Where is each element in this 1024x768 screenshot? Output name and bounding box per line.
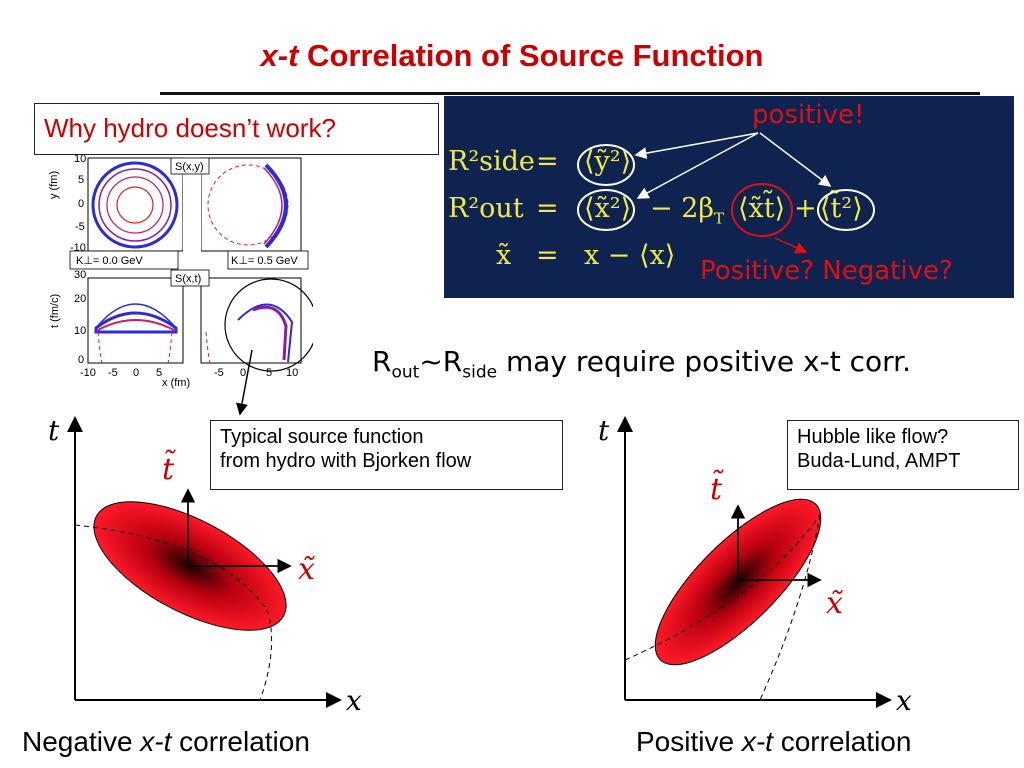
typical-source-box [210, 420, 563, 490]
left-x-tilde-label: x̃ [298, 552, 315, 587]
hubble-line-2: Buda-Lund, AMPT [797, 450, 961, 472]
rout-statement: Rout~Rside may require positive x-t corr… [372, 345, 911, 383]
label-box-k05 [227, 250, 309, 270]
right-t-tilde-label: t̃ [710, 472, 723, 507]
y-axis-label-top: y (fm) [48, 171, 60, 199]
title-rest: Correlation of Source Function [298, 38, 764, 73]
left-x-label: x [346, 684, 362, 717]
eq1-rhs: ⟨ỹ²⟩ [584, 146, 632, 177]
label-box-k0 [69, 250, 179, 270]
eq2-rhs-c: ⟨x̃t̃⟩ [738, 193, 786, 224]
svg-text:10: 10 [74, 325, 86, 337]
label-k05: K⊥= 0.5 GeV [231, 255, 298, 267]
xy-left-contours [91, 161, 179, 249]
hubble-flow-text: Hubble like flow? Buda-Lund, AMPT [797, 425, 1017, 473]
eq2-rhs-a: ⟨x̃²⟩ [584, 193, 632, 224]
svg-text:0: 0 [78, 354, 84, 366]
svg-text:0: 0 [78, 198, 84, 210]
arrow-to-y2 [634, 132, 759, 160]
eq2-rhs-e: ⟨t̃²⟩ [820, 193, 863, 224]
positive-caption: Positive x-t correlation [636, 726, 912, 757]
svg-text:-5: -5 [214, 367, 224, 379]
circle-t2 [817, 189, 875, 231]
why-hydro-box [34, 103, 439, 155]
left-t-tilde-label: t̃ [162, 452, 175, 487]
circle-y2 [577, 144, 635, 186]
hubble-flow-box [787, 420, 1019, 490]
svg-text:20: 20 [74, 293, 86, 305]
negative-caption: Negative x-t correlation [22, 726, 310, 757]
title-divider [160, 92, 980, 95]
label-box-sxy [170, 157, 210, 175]
svg-text:5: 5 [78, 174, 84, 186]
hydro-source-figure: S(x,y) K⊥= 0.0 GeV K⊥= 0.5 GeV S(x,t) y … [48, 153, 313, 389]
arrow-to-t2 [759, 132, 832, 187]
svg-text:30: 30 [74, 269, 86, 281]
svg-text:-10: -10 [80, 367, 96, 379]
label-sxt: S(x,t) [175, 273, 201, 285]
equation-panel [444, 96, 1014, 298]
pointer-arrow [236, 349, 253, 416]
arrow-to-posneg [774, 237, 808, 254]
svg-text:10: 10 [286, 367, 298, 379]
eq1-sign: = [536, 146, 559, 177]
circle-x2 [577, 189, 635, 231]
y-axis-label-bottom: t (fm/c) [49, 294, 61, 328]
svg-text:0: 0 [240, 367, 246, 379]
positive-correlation-ellipse [654, 498, 822, 666]
right-t-label: t [598, 414, 610, 447]
xy-right-arc [264, 163, 288, 249]
svg-text:0: 0 [133, 367, 139, 379]
eq3-sign: = [536, 240, 559, 271]
hubble-line-1: Hubble like flow? [797, 426, 949, 448]
left-t-label: t [48, 414, 60, 447]
title-italic: x-t [260, 38, 299, 73]
right-x-label: x [896, 684, 912, 717]
positive-negative-annotation: Positive? Negative? [700, 256, 953, 286]
eq2-lhs: R²out [448, 193, 524, 224]
eq2-rhs-d: + [794, 193, 817, 224]
svg-text:5: 5 [156, 367, 162, 379]
arrow-to-x2 [636, 132, 759, 199]
right-dashed-curve-2 [759, 514, 821, 701]
svg-text:5: 5 [266, 367, 272, 379]
label-box-sxt [170, 269, 210, 287]
svg-text:-10: -10 [70, 242, 86, 254]
typical-source-text: Typical source function from hydro with … [220, 425, 560, 473]
highlight-circle [224, 278, 313, 372]
page-title: x-t Correlation of Source Function [0, 38, 1024, 74]
why-hydro-text: Why hydro doesn’t work? [44, 113, 336, 143]
eq2-sign: = [536, 193, 559, 224]
typical-line-1: Typical source function [220, 426, 424, 448]
svg-text:-5: -5 [108, 367, 118, 379]
svg-text:10: 10 [74, 153, 86, 165]
panel-xy-left [87, 157, 184, 252]
typical-line-2: from hydro with Bjorken flow [220, 450, 472, 472]
eq2-rhs-b: − 2βT [650, 193, 725, 228]
eq3-rhs: x − ⟨x⟩ [584, 240, 676, 271]
eq3-lhs: x̃ [496, 240, 512, 271]
svg-text:-5: -5 [75, 221, 85, 233]
eq1-lhs: R²side [448, 146, 535, 177]
label-k0: K⊥= 0.0 GeV [76, 255, 143, 267]
x-axis-label: x (fm) [162, 377, 190, 389]
left-dashed-curve [74, 524, 273, 701]
circle-xt [731, 183, 793, 237]
right-x-tilde-label: x̃ [826, 586, 843, 621]
positive-annotation: positive! [752, 100, 865, 130]
right-dashed-curve-1 [624, 514, 821, 661]
label-sxy: S(x,y) [175, 161, 204, 173]
